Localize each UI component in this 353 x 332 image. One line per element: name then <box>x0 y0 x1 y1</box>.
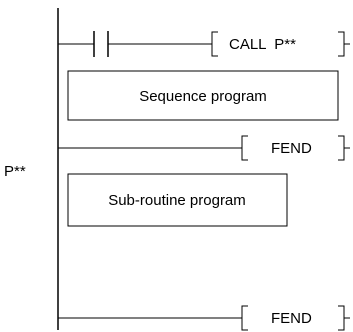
instruction-bracket-left <box>211 31 218 57</box>
instruction-bracket-left <box>241 135 248 161</box>
subroutine-program-block: Sub-routine program <box>67 173 288 227</box>
fend-instruction-text: FEND <box>271 140 312 157</box>
rung-fend-2: FEND <box>58 305 350 331</box>
normally-open-contact-icon <box>93 31 109 57</box>
call-instruction-text: CALL P** <box>229 36 296 53</box>
instruction-bracket-right <box>338 135 345 161</box>
subroutine-program-label: Sub-routine program <box>108 192 246 209</box>
fend-instruction-text: FEND <box>271 310 312 327</box>
rung-fend-1: FEND <box>58 135 350 161</box>
rung-call: CALL P** <box>58 31 350 57</box>
instruction-bracket-right <box>338 305 345 331</box>
sequence-program-label: Sequence program <box>139 88 267 105</box>
pointer-label: P** <box>4 163 26 180</box>
sequence-program-block: Sequence program <box>67 70 339 121</box>
instruction-bracket-right <box>338 31 345 57</box>
instruction-bracket-left <box>241 305 248 331</box>
